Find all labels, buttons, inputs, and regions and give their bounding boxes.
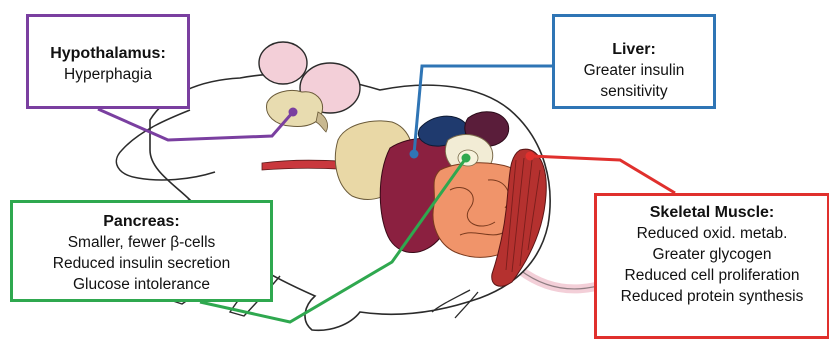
muscle-dot [526, 152, 535, 161]
muscle-line-4: Reduced protein synthesis [601, 286, 823, 307]
hypothalamus-callout: Hypothalamus: Hyperphagia [26, 14, 190, 109]
hypothalamus-title: Hypothalamus: [33, 43, 183, 64]
pancreas-line-2: Reduced insulin secretion [17, 253, 266, 274]
pancreas-line-1: Smaller, fewer β-cells [17, 232, 266, 253]
muscle-connector [530, 156, 675, 193]
liver-line-1: Greater insulin [559, 60, 709, 81]
pancreas-dot [462, 154, 471, 163]
pancreas-title: Pancreas: [17, 211, 266, 232]
liver-dot [410, 150, 419, 159]
hypothalamus-line-1: Hyperphagia [33, 64, 183, 85]
liver-line-2: sensitivity [559, 81, 709, 102]
pancreas-line-3: Glucose intolerance [17, 274, 266, 295]
muscle-line-2: Greater glycogen [601, 244, 823, 265]
mouse-ear-back [259, 42, 307, 84]
pancreas-callout: Pancreas: Smaller, fewer β-cells Reduced… [10, 200, 273, 302]
muscle-callout: Skeletal Muscle: Reduced oxid. metab. Gr… [594, 193, 829, 339]
liver-callout: Liver: Greater insulin sensitivity [552, 14, 716, 109]
liver-title: Liver: [559, 39, 709, 60]
hypothalamus-dot [289, 108, 298, 117]
muscle-line-3: Reduced cell proliferation [601, 265, 823, 286]
muscle-line-1: Reduced oxid. metab. [601, 223, 823, 244]
muscle-title: Skeletal Muscle: [601, 202, 823, 223]
